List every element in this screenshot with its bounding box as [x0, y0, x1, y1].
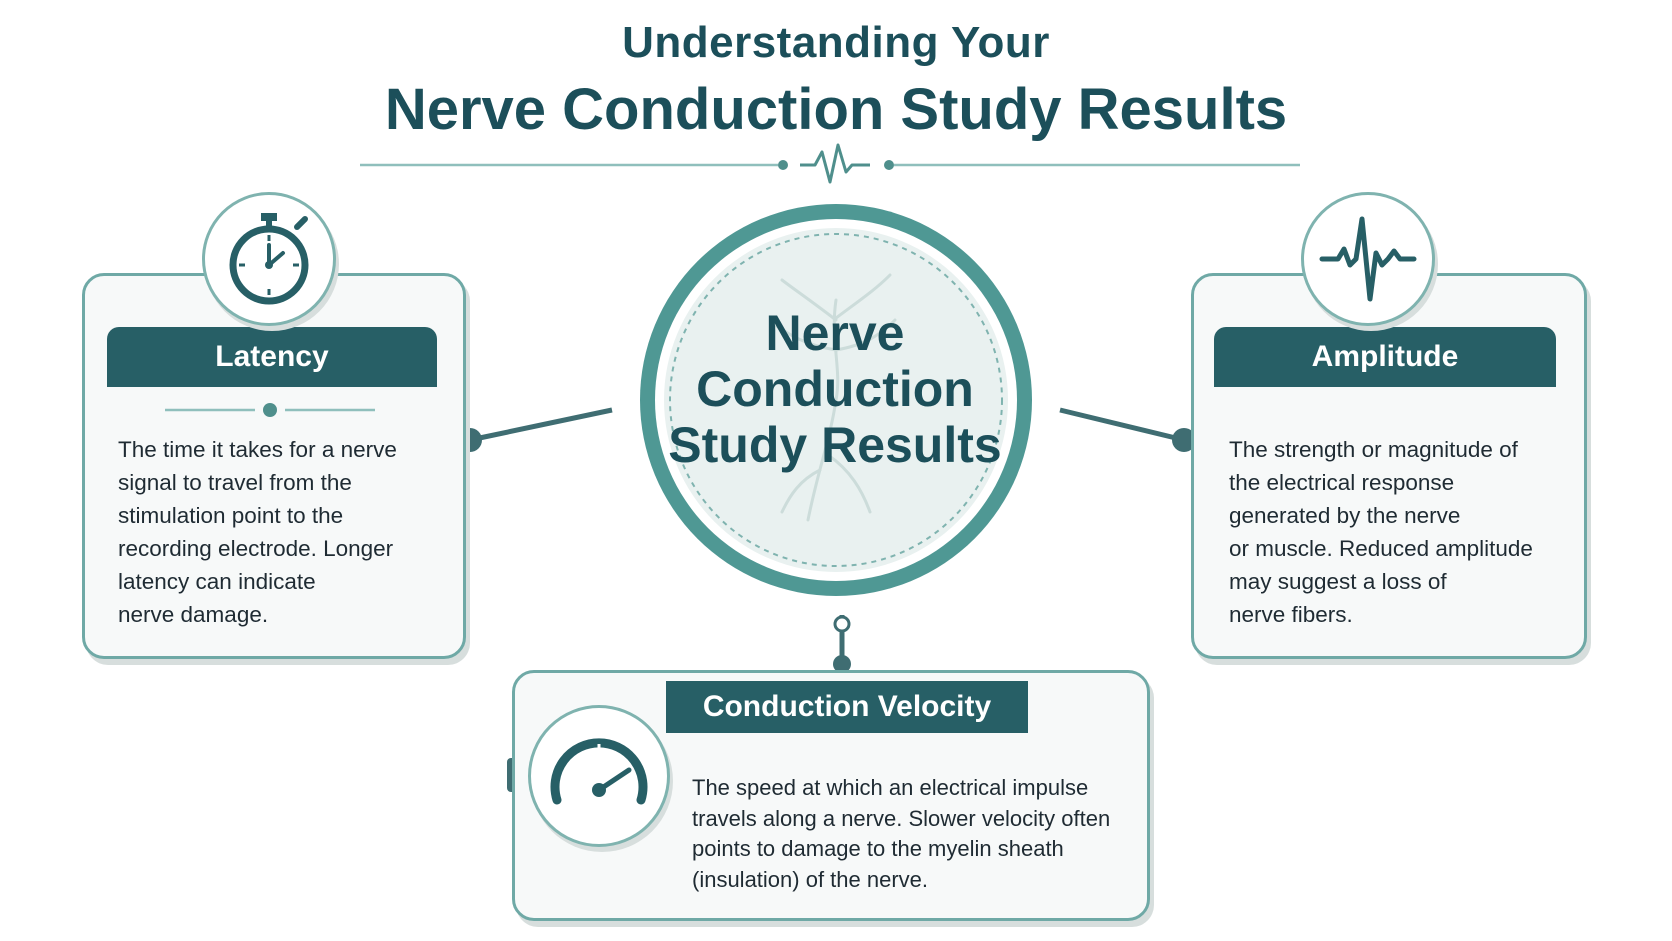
- latency-icon-badge: [202, 192, 336, 326]
- latency-description: The time it takes for a nerve signal to …: [118, 437, 397, 627]
- center-label: Nerve Conduction Study Results: [668, 305, 1002, 473]
- speedometer-icon: [550, 738, 648, 805]
- connector-left: [458, 407, 613, 452]
- page-title: Nerve Conduction Study Results: [384, 77, 1288, 142]
- amplitude-description: The strength or magnitude of the electri…: [1229, 437, 1533, 627]
- velocity-title: Conduction Velocity: [666, 681, 1028, 733]
- stopwatch-icon: [229, 213, 309, 305]
- velocity-icon-badge: [528, 705, 670, 847]
- title-line-1: Understanding Your: [622, 18, 1050, 67]
- header-divider: [360, 143, 1300, 184]
- amplitude-title: Amplitude: [1214, 327, 1556, 387]
- latency-title: Latency: [107, 327, 437, 387]
- center-ring: [640, 204, 1032, 596]
- amplitude-icon-badge: [1301, 192, 1435, 326]
- velocity-description: The speed at which an electrical impulse…: [692, 775, 1111, 892]
- heartbeat-icon: [1319, 216, 1417, 302]
- connector-bottom: [833, 615, 851, 673]
- connector-right: [1059, 407, 1196, 452]
